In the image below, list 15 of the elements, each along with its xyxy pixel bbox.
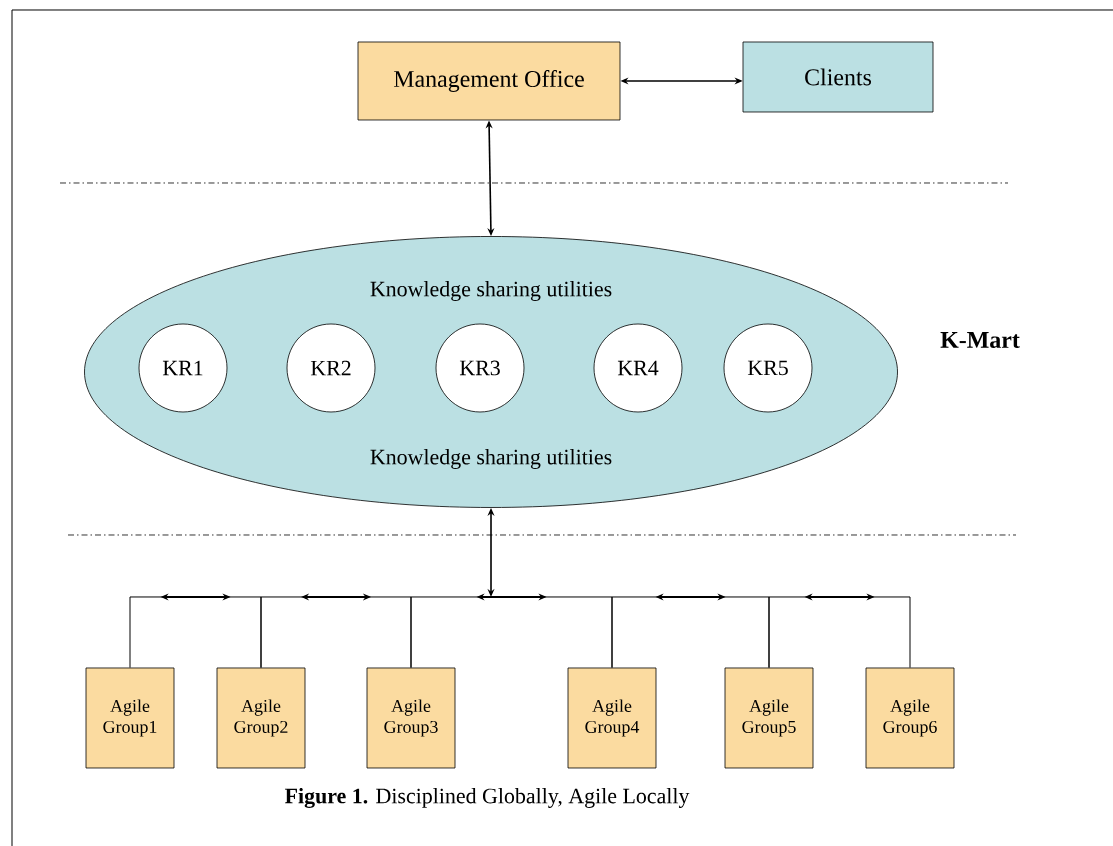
group-box: Agile Group5 bbox=[724, 667, 814, 769]
connector-line bbox=[768, 596, 911, 669]
connector-line bbox=[611, 596, 770, 669]
connector-line bbox=[410, 596, 613, 669]
connector-line bbox=[129, 596, 262, 669]
connector-line bbox=[260, 596, 412, 669]
group-box: Agile Group2 bbox=[216, 667, 306, 769]
process-box: Clients bbox=[742, 41, 934, 113]
group-box: Agile Group4 bbox=[567, 667, 657, 769]
group-box: Agile Group1 bbox=[85, 667, 175, 769]
group-box: Agile Group3 bbox=[366, 667, 456, 769]
group-box: Agile Group6 bbox=[865, 667, 955, 769]
caption: Figure 1. Disciplined Globally, Agile Locally bbox=[285, 787, 690, 808]
region-label: K-Mart bbox=[940, 332, 1020, 348]
process-box: Management Office bbox=[357, 41, 621, 121]
